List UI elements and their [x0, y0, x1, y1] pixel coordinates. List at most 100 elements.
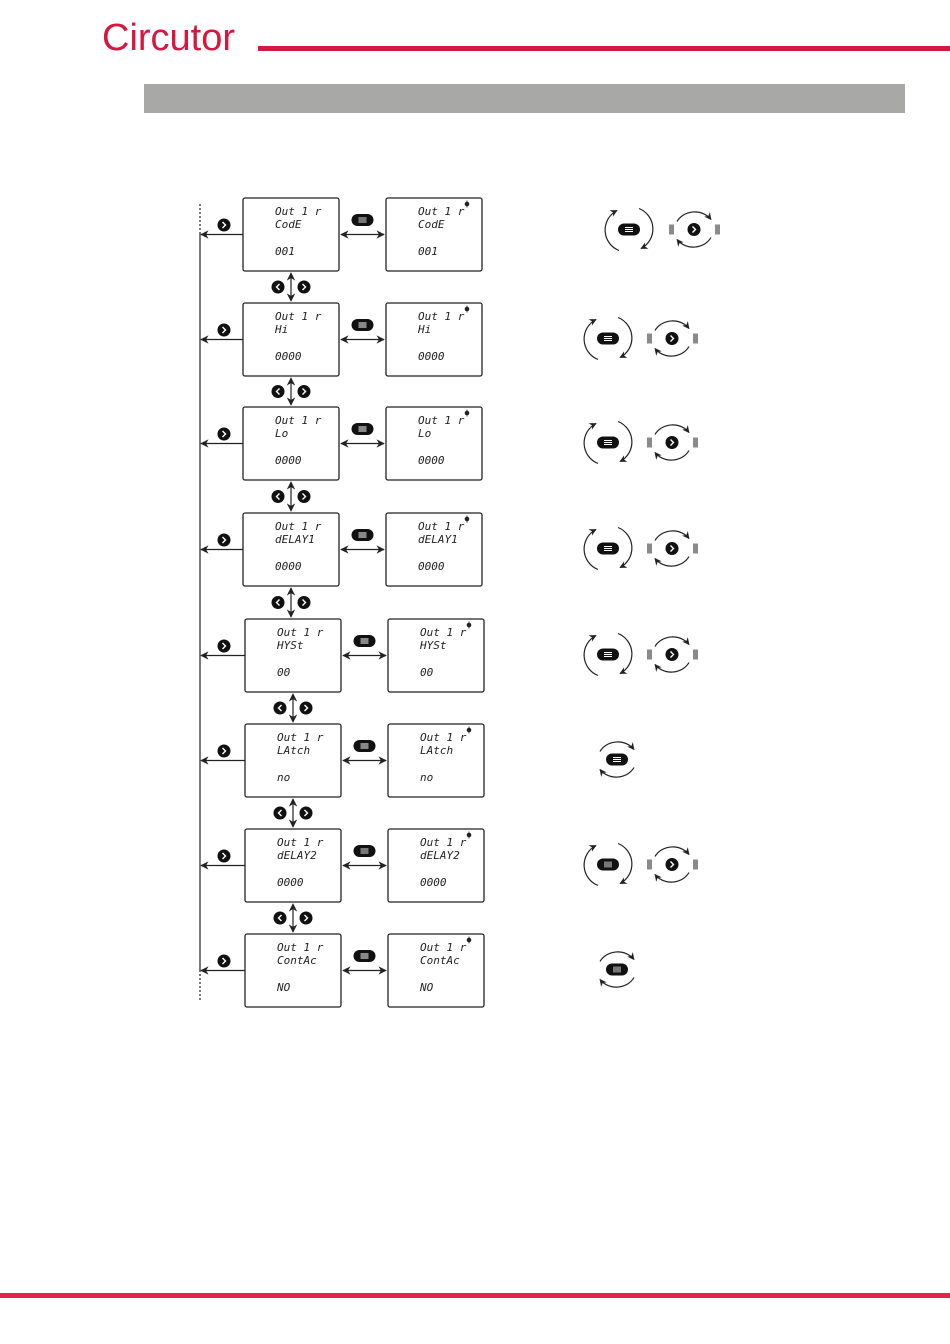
- lcd-param: LAtch: [277, 744, 310, 757]
- button-circle: [274, 702, 287, 715]
- button-circle: [272, 596, 285, 609]
- digit-cursor-marker: [647, 860, 652, 870]
- lcd-title: Out 1 r: [420, 626, 467, 639]
- lcd-title: Out 1 r: [418, 520, 465, 533]
- lcd-title: Out 1 r: [420, 941, 467, 954]
- lcd-value: NO: [419, 981, 434, 994]
- cycle-arc-top: [655, 847, 689, 857]
- menu-button-icon: [354, 635, 376, 647]
- next-button-icon: [298, 490, 311, 503]
- prev-button-icon: [272, 385, 285, 398]
- next-button-icon: [298, 385, 311, 398]
- edit-controls-legend: [600, 952, 634, 987]
- digit-cursor-marker: [647, 438, 652, 448]
- cycle-arc-left: [584, 636, 598, 676]
- menu-button-icon: [597, 859, 619, 871]
- digit-cursor-marker: [693, 860, 698, 870]
- cycle-arc-top: [655, 531, 689, 541]
- next-button-icon: [666, 858, 679, 871]
- digit-cursor-marker: [693, 438, 698, 448]
- flow-row: Out 1 rdELAY20000 Out 1 rdELAY20000: [201, 829, 698, 932]
- menu-button-square: [604, 862, 612, 868]
- lcd-title: Out 1 r: [418, 310, 465, 323]
- next-button-icon: [218, 428, 231, 441]
- button-circle: [666, 332, 679, 345]
- button-circle: [300, 702, 313, 715]
- lcd-param: Lo: [418, 427, 431, 440]
- lcd-title: Out 1 r: [277, 626, 324, 639]
- digit-cursor-marker: [715, 225, 720, 235]
- lcd-param: HYSt: [419, 639, 447, 652]
- menu-button-icon: [606, 964, 628, 976]
- edit-controls-legend: [584, 844, 698, 886]
- menu-button-square: [361, 848, 369, 854]
- next-button-icon: [300, 912, 313, 925]
- next-button-icon: [218, 850, 231, 863]
- lcd-param: LAtch: [420, 744, 453, 757]
- cycle-arc-right: [618, 844, 632, 884]
- next-button-icon: [300, 702, 313, 715]
- lcd-value: 0000: [275, 560, 302, 573]
- lcd-value: 001: [418, 245, 438, 258]
- lcd-title: Out 1 r: [277, 836, 324, 849]
- lcd-value: NO: [276, 981, 291, 994]
- cycle-arc-bottom: [655, 873, 689, 883]
- flow-row: Out 1 rHi0000 Out 1 rHi0000: [201, 303, 698, 405]
- lcd-title: Out 1 r: [418, 414, 465, 427]
- lcd-param: ContAc: [420, 954, 460, 967]
- lcd-title: Out 1 r: [277, 731, 324, 744]
- lcd-title: Out 1 r: [275, 520, 322, 533]
- menu-button-icon: [606, 754, 628, 766]
- lcd-param: dELAY2: [277, 849, 317, 862]
- button-circle: [688, 223, 701, 236]
- next-button-icon: [218, 745, 231, 758]
- button-circle: [218, 219, 231, 232]
- button-circle: [218, 955, 231, 968]
- next-button-icon: [666, 542, 679, 555]
- next-button-icon: [688, 223, 701, 236]
- digit-cursor-marker: [669, 225, 674, 235]
- next-button-icon: [218, 955, 231, 968]
- cycle-arc-top: [600, 952, 634, 962]
- digit-cursor-marker: [647, 544, 652, 554]
- next-button-icon: [218, 324, 231, 337]
- cycle-arc-bottom: [655, 347, 689, 357]
- cycle-arc-bottom: [600, 768, 634, 778]
- edit-controls-legend: [584, 634, 698, 676]
- prev-button-icon: [272, 490, 285, 503]
- button-circle: [300, 807, 313, 820]
- button-circle: [298, 490, 311, 503]
- cycle-arc-top: [655, 425, 689, 435]
- cycle-arc-bottom: [677, 238, 711, 248]
- digit-cursor-marker: [693, 334, 698, 344]
- lcd-value: 001: [275, 245, 295, 258]
- lcd-value: 00: [420, 666, 434, 679]
- cycle-arc-top: [655, 321, 689, 331]
- menu-button-square: [613, 967, 621, 973]
- lcd-value: no: [277, 771, 290, 784]
- cycle-arc-right: [618, 422, 632, 462]
- button-circle: [272, 385, 285, 398]
- button-circle: [218, 324, 231, 337]
- cycle-arc-top: [600, 742, 634, 752]
- lcd-param: HYSt: [276, 639, 304, 652]
